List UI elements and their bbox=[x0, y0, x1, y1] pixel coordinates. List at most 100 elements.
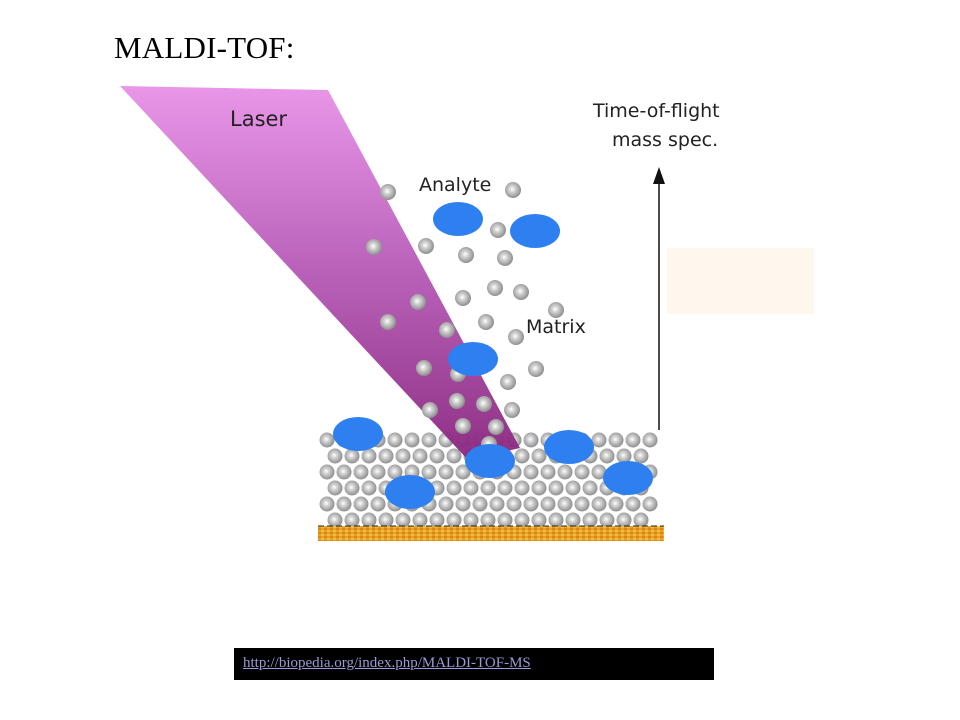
matrix-particle bbox=[319, 432, 335, 448]
matrix-particle bbox=[455, 418, 471, 434]
matrix-particle bbox=[497, 512, 513, 528]
matrix-particle bbox=[336, 464, 352, 480]
matrix-particle bbox=[327, 448, 343, 464]
matrix-particle bbox=[472, 496, 488, 512]
matrix-particle bbox=[531, 448, 547, 464]
matrix-particle bbox=[416, 360, 432, 376]
matrix-particle bbox=[480, 512, 496, 528]
matrix-particle bbox=[438, 496, 454, 512]
matrix-particle bbox=[366, 239, 382, 255]
matrix-particle bbox=[336, 496, 352, 512]
matrix-particle bbox=[480, 480, 496, 496]
matrix-particle bbox=[489, 496, 505, 512]
matrix-particle bbox=[429, 512, 445, 528]
matrix-particle bbox=[319, 496, 335, 512]
matrix-particle bbox=[523, 496, 539, 512]
analyte-molecules bbox=[333, 202, 653, 509]
matrix-particle bbox=[410, 294, 426, 310]
matrix-particle bbox=[508, 329, 524, 345]
matrix-particle bbox=[344, 448, 360, 464]
analyte-molecule bbox=[510, 214, 560, 248]
analyte-molecule bbox=[603, 461, 653, 495]
matrix-particle bbox=[378, 512, 394, 528]
matrix-particle bbox=[514, 448, 530, 464]
matrix-particle bbox=[361, 512, 377, 528]
pale-highlight-box bbox=[667, 248, 814, 314]
matrix-particle bbox=[504, 402, 520, 418]
matrix-particle bbox=[455, 496, 471, 512]
matrix-particle bbox=[458, 247, 474, 263]
matrix-particle bbox=[378, 448, 394, 464]
source-link[interactable]: http://biopedia.org/index.php/MALDI-TOF-… bbox=[243, 655, 531, 671]
matrix-particle bbox=[591, 496, 607, 512]
matrix-particle bbox=[387, 464, 403, 480]
matrix-particle bbox=[513, 284, 529, 300]
matrix-particle bbox=[523, 464, 539, 480]
matrix-particle bbox=[616, 448, 632, 464]
matrix-particle bbox=[344, 480, 360, 496]
matrix-particle bbox=[446, 448, 462, 464]
matrix-particle bbox=[344, 512, 360, 528]
laser-label: Laser bbox=[230, 107, 287, 131]
matrix-particle bbox=[608, 496, 624, 512]
analyte-label: Analyte bbox=[419, 174, 491, 196]
matrix-particle bbox=[380, 314, 396, 330]
matrix-particle bbox=[421, 464, 437, 480]
matrix-particle bbox=[487, 280, 503, 296]
matrix-particle bbox=[439, 322, 455, 338]
matrix-particle bbox=[361, 480, 377, 496]
matrix-particle bbox=[370, 496, 386, 512]
matrix-particle bbox=[476, 396, 492, 412]
matrix-particle bbox=[438, 464, 454, 480]
matrix-particle bbox=[412, 512, 428, 528]
matrix-particle bbox=[625, 496, 641, 512]
matrix-particle bbox=[548, 480, 564, 496]
matrix-particle bbox=[422, 402, 438, 418]
matrix-particle bbox=[361, 448, 377, 464]
matrix-particle bbox=[455, 290, 471, 306]
matrix-particle bbox=[387, 432, 403, 448]
matrix-particle bbox=[557, 496, 573, 512]
matrix-particle bbox=[429, 448, 445, 464]
matrix-particle bbox=[625, 432, 641, 448]
matrix-particle bbox=[633, 448, 649, 464]
matrix-particle bbox=[446, 480, 462, 496]
analyte-molecule bbox=[433, 202, 483, 236]
matrix-particle bbox=[642, 496, 658, 512]
tof-label-line1: Time-of-flight bbox=[592, 100, 720, 122]
sample-plate bbox=[318, 526, 664, 541]
matrix-particle bbox=[500, 374, 516, 390]
matrix-particle bbox=[540, 496, 556, 512]
matrix-particle bbox=[633, 512, 649, 528]
matrix-particle bbox=[574, 496, 590, 512]
matrix-particle bbox=[412, 448, 428, 464]
matrix-particle bbox=[591, 464, 607, 480]
matrix-particle bbox=[490, 222, 506, 238]
desorption-plume bbox=[366, 182, 564, 452]
matrix-particle bbox=[463, 512, 479, 528]
matrix-particle bbox=[565, 480, 581, 496]
matrix-particle bbox=[395, 448, 411, 464]
matrix-particle bbox=[531, 512, 547, 528]
analyte-molecule bbox=[385, 475, 435, 509]
matrix-particle bbox=[514, 480, 530, 496]
matrix-particle bbox=[370, 464, 386, 480]
matrix-particle bbox=[582, 480, 598, 496]
matrix-particle bbox=[531, 480, 547, 496]
matrix-particle bbox=[463, 480, 479, 496]
matrix-particle bbox=[514, 512, 530, 528]
matrix-particle bbox=[418, 238, 434, 254]
matrix-particle bbox=[599, 448, 615, 464]
matrix-particle bbox=[506, 496, 522, 512]
matrix-label: Matrix bbox=[526, 316, 586, 338]
matrix-particle bbox=[642, 432, 658, 448]
matrix-particle bbox=[565, 512, 581, 528]
matrix-particle bbox=[327, 480, 343, 496]
matrix-particle bbox=[505, 182, 521, 198]
matrix-particle bbox=[548, 302, 564, 318]
matrix-particle bbox=[395, 512, 411, 528]
matrix-particle bbox=[608, 432, 624, 448]
source-link-bar: http://biopedia.org/index.php/MALDI-TOF-… bbox=[234, 648, 714, 680]
matrix-particle bbox=[478, 314, 494, 330]
